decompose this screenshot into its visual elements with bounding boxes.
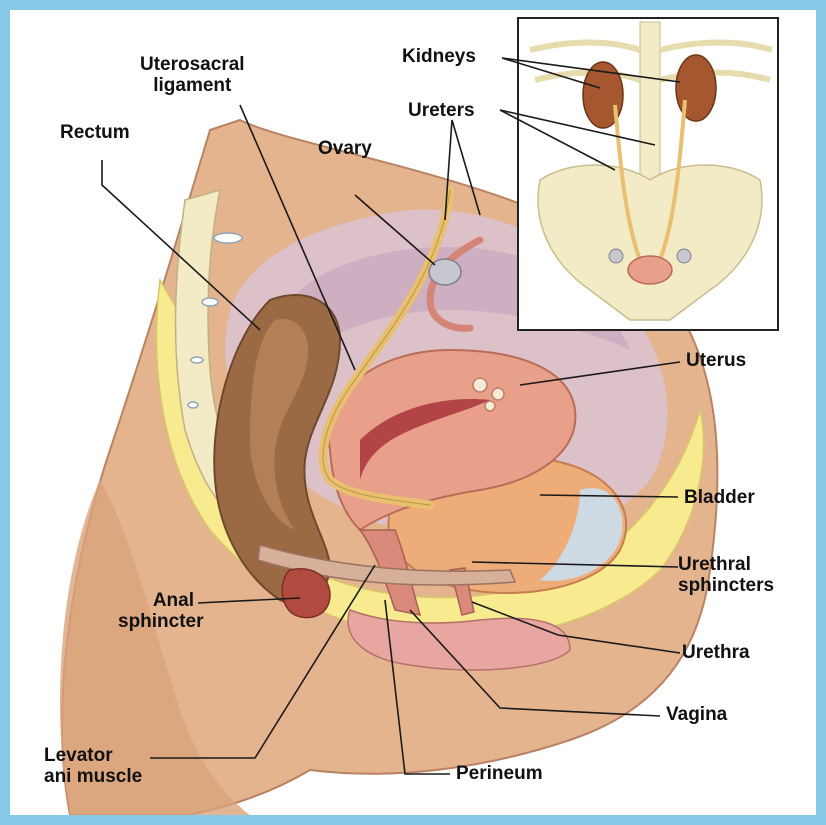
inset-kidney-right: [676, 55, 716, 121]
label-levator-ani-muscle: Levator ani muscle: [44, 745, 142, 787]
label-uterosacral-ligament: Uterosacral ligament: [140, 54, 245, 96]
label-ovary: Ovary: [318, 138, 372, 159]
label-ureters: Ureters: [408, 100, 475, 121]
label-anal-sphincter: Anal sphincter: [118, 590, 194, 632]
label-urethra: Urethra: [682, 642, 750, 663]
label-uterus: Uterus: [686, 350, 746, 371]
label-bladder: Bladder: [684, 487, 755, 508]
inset-uterus: [628, 256, 672, 284]
inset-ovary-left: [609, 249, 623, 263]
pelvic-anatomy-illustration: [10, 10, 816, 815]
diagram-frame: Uterosacral ligament Rectum Ovary Kidney…: [10, 10, 816, 815]
label-vagina: Vagina: [666, 704, 727, 725]
label-kidneys: Kidneys: [402, 46, 476, 67]
label-perineum: Perineum: [456, 763, 543, 784]
inset-ovary-right: [677, 249, 691, 263]
label-urethral-sphincters: Urethral sphincters: [678, 554, 774, 596]
label-rectum: Rectum: [60, 122, 130, 143]
